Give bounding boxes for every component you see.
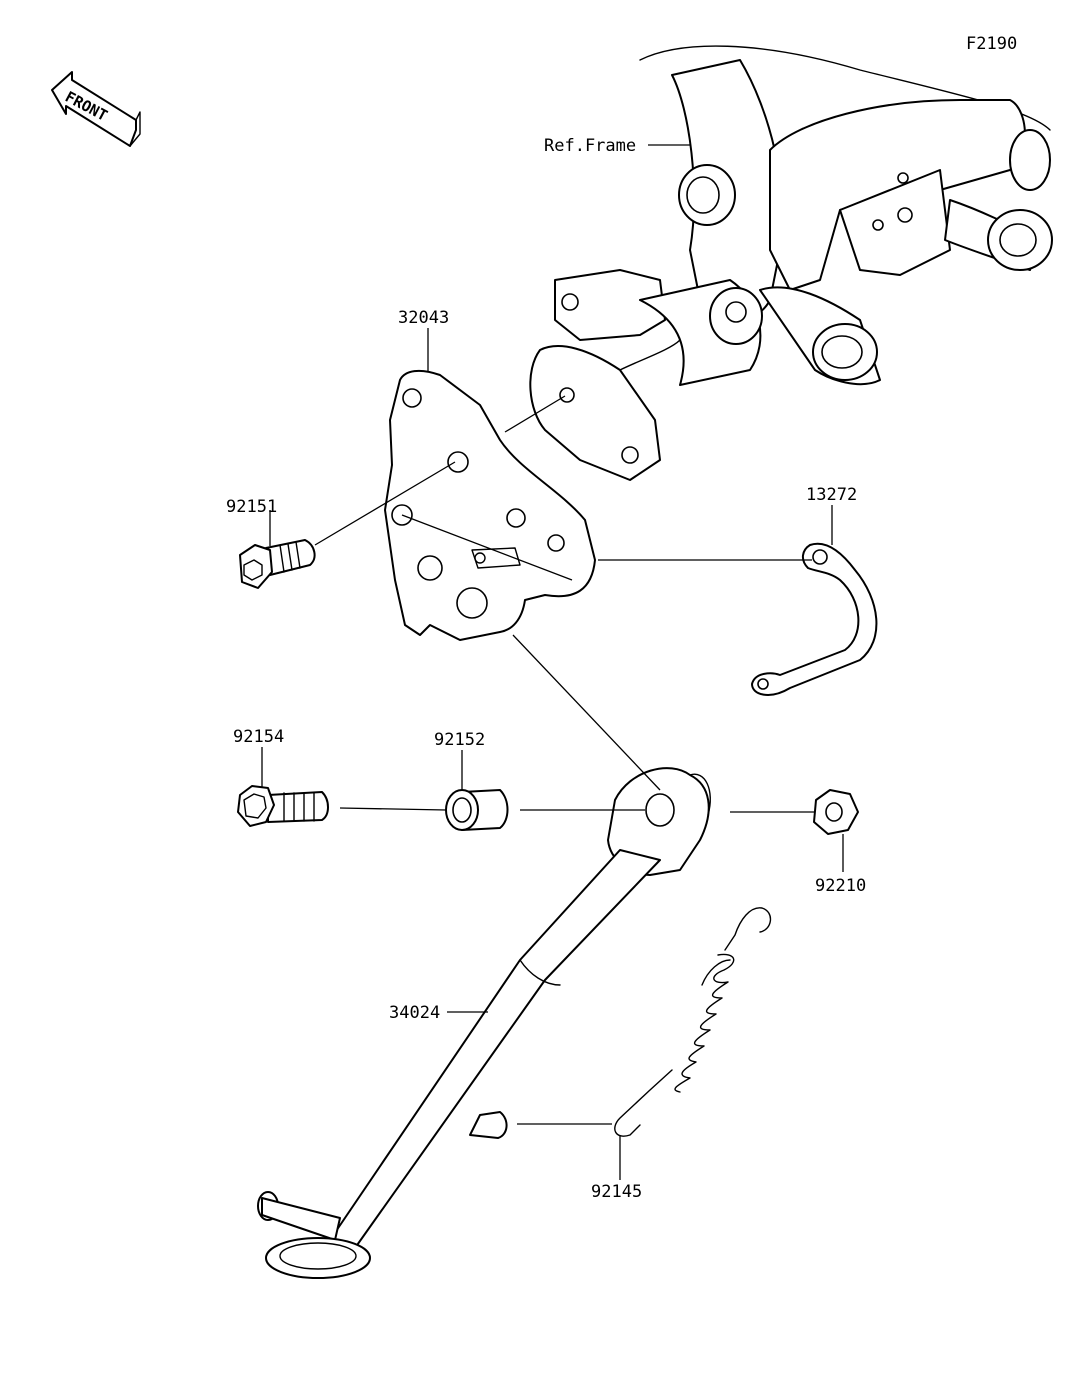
nut-92210: [813, 789, 859, 835]
front-arrow-icon: FRONT: [51, 71, 141, 147]
callout-92154: 92154: [233, 727, 284, 747]
callout-92210: 92210: [815, 876, 866, 896]
callout-ref-frame: Ref.Frame: [544, 136, 636, 156]
collar-92152: [445, 789, 509, 831]
figure-code: F2190: [966, 34, 1017, 54]
callout-92151: 92151: [226, 497, 277, 517]
callout-32043: 32043: [398, 308, 449, 328]
callout-92152: 92152: [434, 730, 485, 750]
leader-lines: [261, 144, 844, 1180]
frame-ref: [529, 45, 1053, 481]
bolt-92154: [237, 785, 329, 827]
bracket-32043: [384, 369, 596, 641]
side-stand-34024: [257, 767, 711, 1279]
spring-hook-13272: [751, 542, 878, 696]
callout-34024: 34024: [389, 1003, 440, 1023]
bolt-92151: [239, 539, 316, 589]
callout-13272: 13272: [806, 485, 857, 505]
spring-92145: [614, 907, 772, 1137]
callout-92145: 92145: [591, 1182, 642, 1202]
